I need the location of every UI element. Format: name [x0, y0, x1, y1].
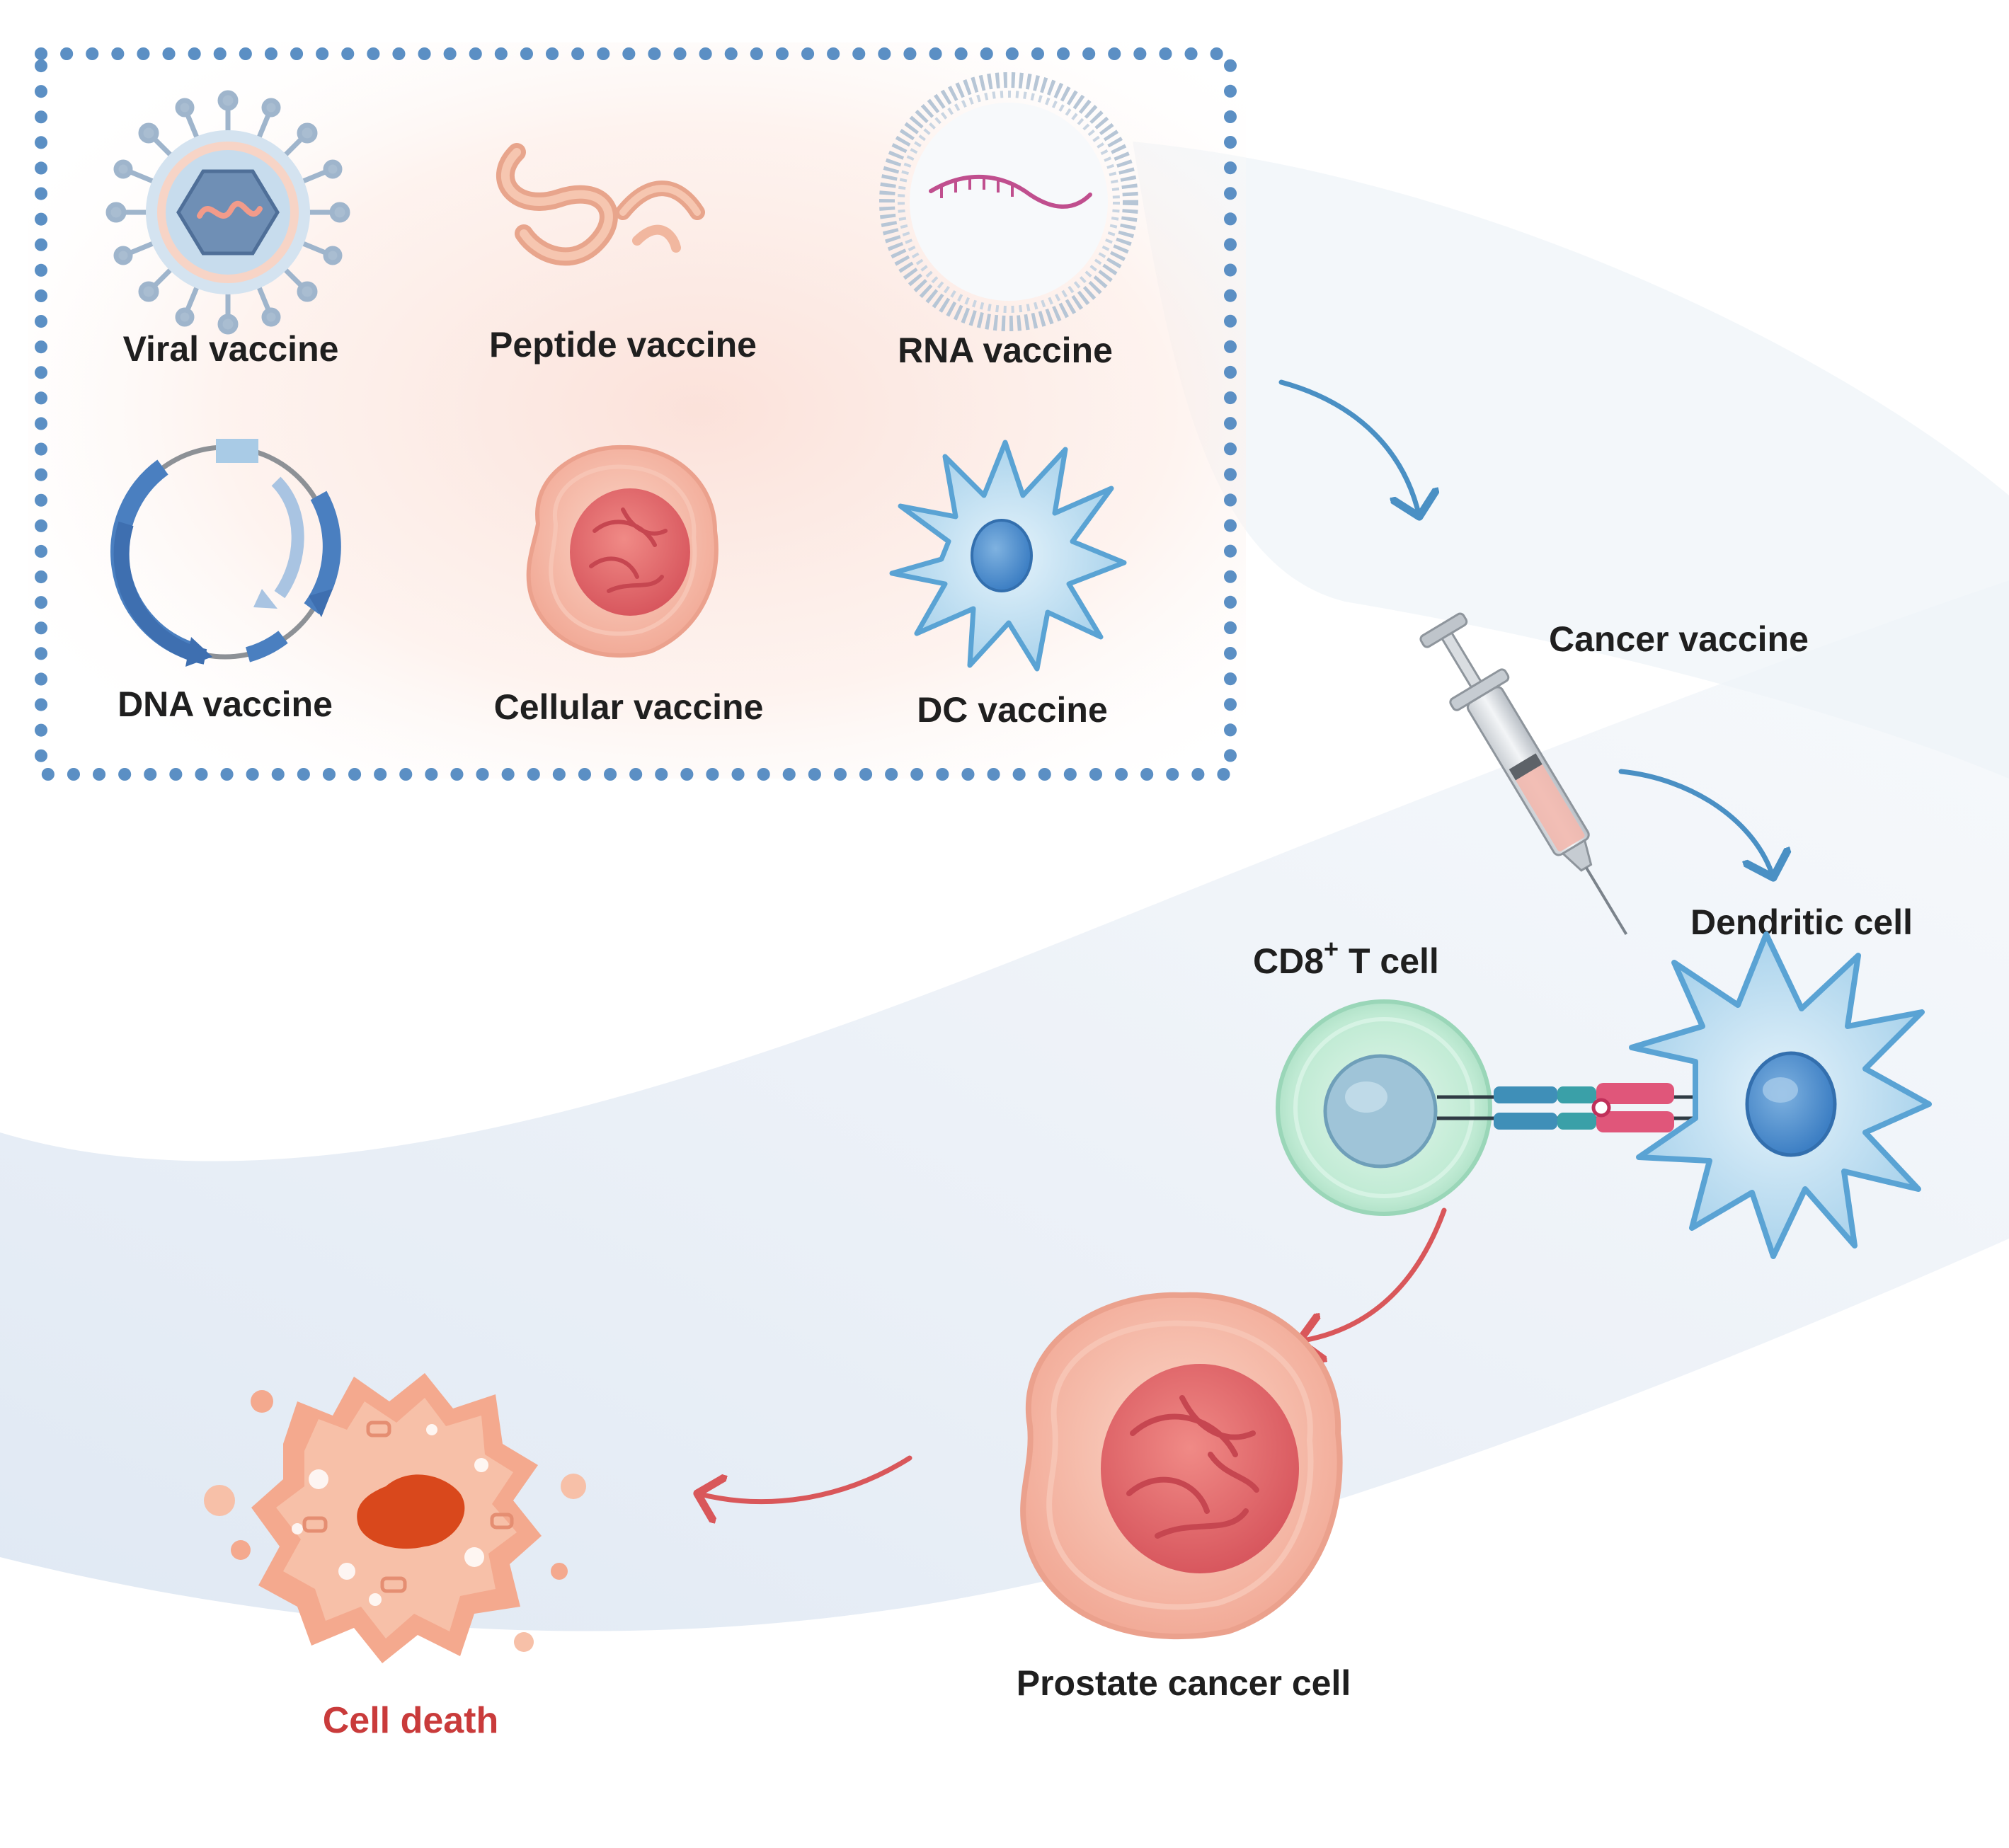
- virus-icon: [105, 90, 350, 335]
- vaccine-types-frame: [35, 47, 1237, 781]
- dna-vaccine-label: DNA vaccine: [118, 684, 333, 724]
- cd8-t-cell-icon: [1276, 999, 1492, 1216]
- prostate-cancer-cell-icon: [1020, 1292, 1343, 1640]
- cellular-vaccine-label: Cellular vaccine: [494, 687, 764, 727]
- syringe-to-dendritic-arrow: [1618, 769, 1773, 878]
- cd8-t-cell-label: CD8+ T cell: [1253, 934, 1439, 981]
- tumor-cell-icon: [526, 444, 719, 658]
- viral-vaccine-label: Viral vaccine: [123, 329, 339, 369]
- tcell-to-cancer-arrow: [1299, 1207, 1447, 1341]
- cancer-to-death-arrow: [697, 1455, 912, 1502]
- rna-lipid-nanoparticle-icon: [879, 72, 1138, 331]
- dendritic-cell-large-icon: [1629, 931, 1932, 1259]
- dendritic-cell-label: Dendritic cell: [1690, 902, 1913, 942]
- frame-to-syringe-arrow: [1278, 379, 1419, 517]
- peptide-icon: [496, 143, 705, 266]
- tcr-mhc-interaction-icon: [1437, 1083, 1706, 1132]
- dendritic-cell-icon: [889, 440, 1127, 672]
- dead-cell-icon: [204, 1373, 586, 1663]
- dc-vaccine-label: DC vaccine: [917, 690, 1108, 730]
- rna-vaccine-label: RNA vaccine: [898, 331, 1113, 370]
- prostate-cancer-cell-label: Prostate cancer cell: [1017, 1663, 1351, 1703]
- peptide-vaccine-label: Peptide vaccine: [489, 325, 757, 365]
- dna-plasmid-icon: [110, 439, 341, 667]
- cancer-vaccine-label: Cancer vaccine: [1549, 619, 1809, 659]
- cell-death-label: Cell death: [323, 1700, 499, 1741]
- syringe-icon: [1419, 612, 1628, 936]
